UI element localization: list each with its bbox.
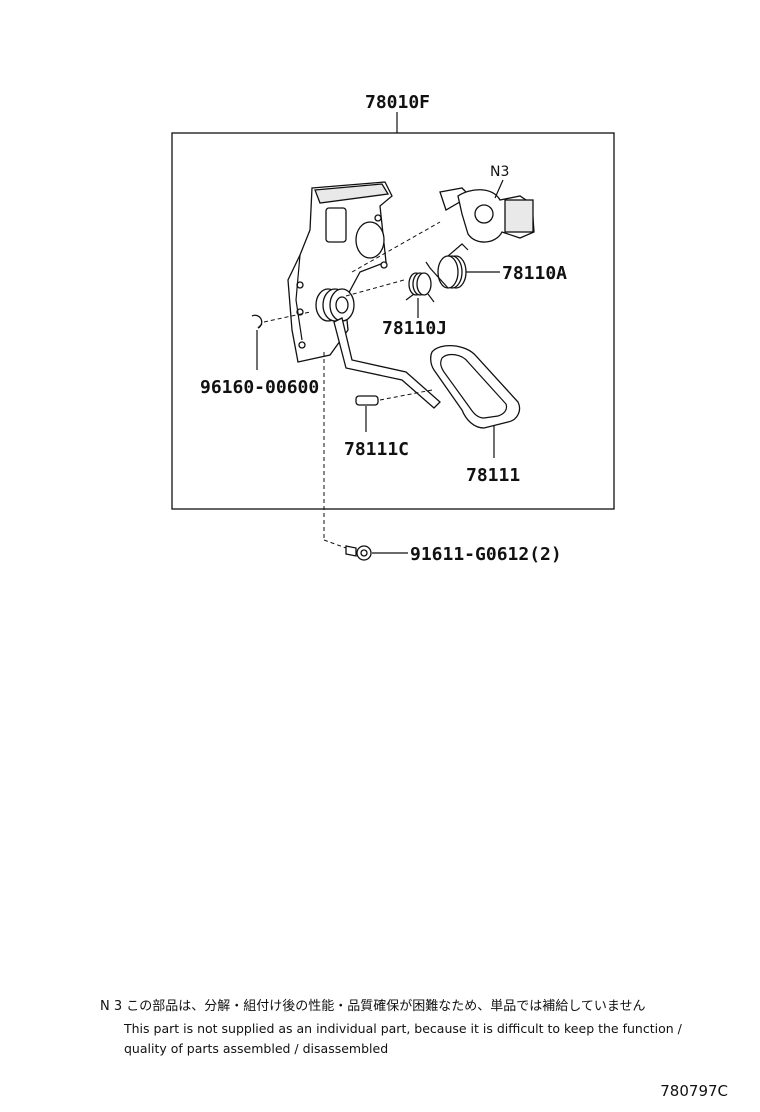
callout-78010F[interactable]: 78010F xyxy=(365,92,430,113)
callout-91611-G0612[interactable]: 91611-G0612(2) xyxy=(410,544,562,565)
note-english-line2: quality of parts assembled / disassemble… xyxy=(124,1041,389,1056)
sensor-assembly xyxy=(439,187,535,243)
clip-96160 xyxy=(251,314,263,329)
pin-78111C xyxy=(355,395,379,406)
assembly-lines xyxy=(263,221,441,549)
pedal-pad-78111 xyxy=(430,345,521,429)
note-english-line1: This part is not supplied as an individu… xyxy=(124,1021,682,1036)
callout-N3[interactable]: N3 xyxy=(490,164,509,180)
pedal-bracket xyxy=(287,181,393,363)
spring-78110A xyxy=(425,243,469,289)
assembly-box xyxy=(171,132,615,510)
figure-code: 780797C xyxy=(660,1082,728,1100)
callout-96160-00600[interactable]: 96160-00600 xyxy=(200,377,319,398)
callout-78111[interactable]: 78111 xyxy=(466,465,520,486)
n3-leader xyxy=(494,179,504,199)
callout-78111C[interactable]: 78111C xyxy=(344,439,409,460)
pedal-arm xyxy=(333,317,441,409)
callout-78110J[interactable]: 78110J xyxy=(382,318,447,339)
bolt-91611 xyxy=(345,545,372,561)
spring-78110J xyxy=(405,272,435,303)
pivot-spring xyxy=(315,288,355,322)
callout-78110A[interactable]: 78110A xyxy=(502,263,567,284)
note-japanese: N 3 この部品は、分解・組付け後の性能・品質確保が困難なため、単品では補給して… xyxy=(100,999,646,1014)
